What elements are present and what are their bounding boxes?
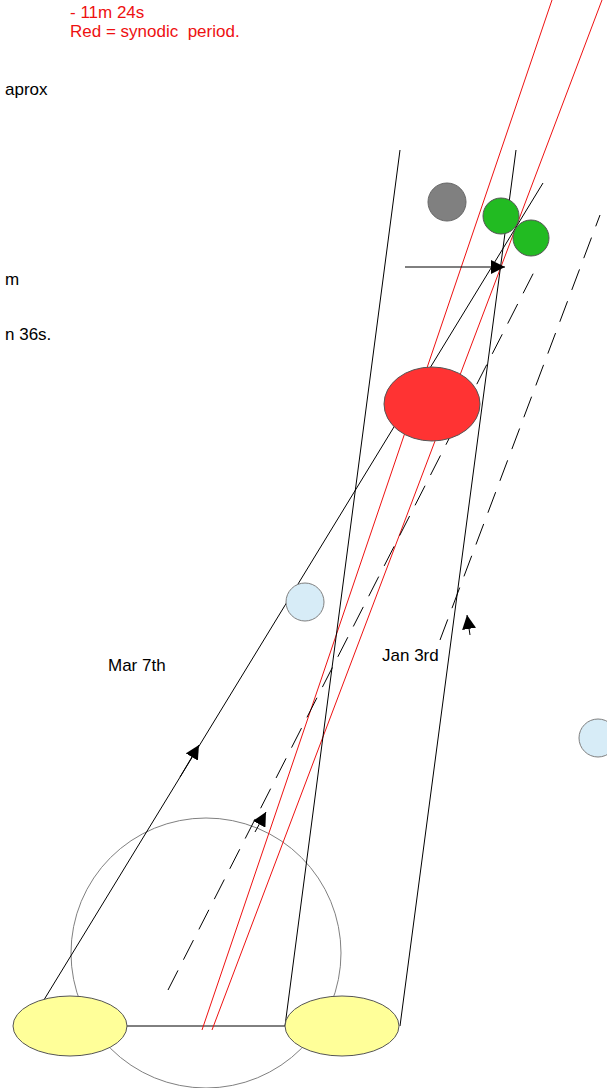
side-note: n 36s. (3, 325, 53, 345)
period-note: - 11m 24s (68, 3, 146, 23)
side-note: aprox (3, 80, 50, 100)
dashed-line (168, 270, 535, 990)
legend-note: Red = synodic period. (68, 22, 242, 42)
sight-line (285, 150, 400, 1026)
grey-star (428, 183, 466, 221)
synodic-line (202, 0, 552, 1030)
green-star (513, 220, 549, 256)
synodic-line (212, 0, 602, 1030)
earth-position (285, 996, 399, 1056)
shift-arrow (405, 267, 505, 268)
direction-arrow (467, 615, 470, 635)
baseline (127, 1026, 285, 1027)
green-star (483, 198, 519, 234)
orbit-circle (71, 818, 341, 1088)
blue-body (286, 583, 324, 621)
mars-body (384, 367, 480, 441)
sight-line (400, 150, 516, 1026)
date-label: Mar 7th (106, 656, 168, 676)
date-label: Jan 3rd (380, 646, 441, 666)
blue-body (579, 719, 607, 757)
side-note: m (3, 270, 21, 290)
direction-arrow (180, 745, 199, 777)
direction-arrow (255, 812, 266, 832)
sight-line (28, 183, 543, 1026)
earth-position (13, 996, 127, 1056)
